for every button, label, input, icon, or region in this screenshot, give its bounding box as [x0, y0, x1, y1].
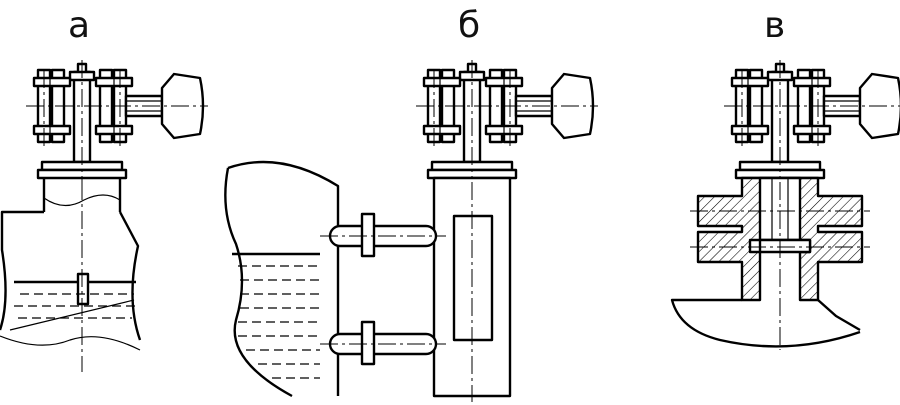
figure-c — [670, 58, 900, 350]
figure-a — [0, 58, 210, 372]
label-b: б — [458, 5, 481, 46]
label-c: в — [764, 5, 786, 46]
label-a: а — [68, 5, 91, 46]
figure-b — [224, 58, 600, 402]
